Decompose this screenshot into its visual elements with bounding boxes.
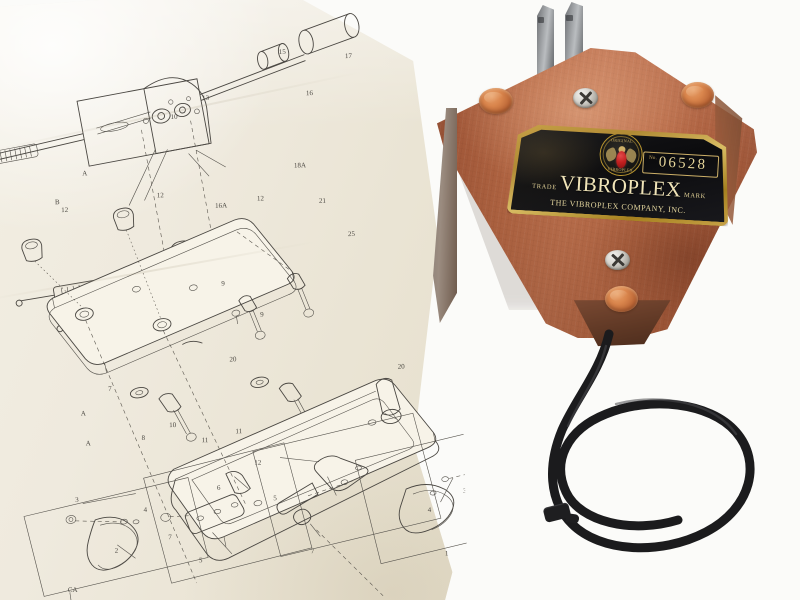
rubber-foot-top-right (681, 82, 714, 108)
nameplate-face: ORIGINAL VIBROPLEX No. 06528 TRADE VIBRO… (511, 126, 730, 223)
trade-label: TRADE (531, 182, 557, 192)
parts-manual-paper (0, 0, 469, 600)
vibroplex-bug-logo-icon: ORIGINAL VIBROPLEX (598, 132, 643, 177)
serial-number-value: 06528 (658, 154, 708, 174)
serial-number-box: No. 06528 (642, 151, 719, 177)
base-edge-left (433, 108, 457, 323)
paddle-notch (566, 15, 573, 21)
cable-tie-tail (565, 513, 580, 524)
paddle-notch (538, 17, 545, 23)
serial-prefix-label: No. (648, 155, 658, 162)
phillips-screw-top (573, 88, 598, 108)
mark-label: MARK (683, 191, 707, 201)
vibroplex-telegraph-key: ORIGINAL VIBROPLEX No. 06528 TRADE VIBRO… (415, 0, 800, 600)
paddle-lever-left (537, 5, 554, 83)
rubber-foot-bottom (605, 286, 638, 312)
paper-shading (0, 0, 469, 600)
vibroplex-nameplate: ORIGINAL VIBROPLEX No. 06528 TRADE VIBRO… (506, 121, 733, 226)
rubber-foot-top-left (479, 88, 513, 114)
phillips-screw-bottom (605, 250, 630, 270)
